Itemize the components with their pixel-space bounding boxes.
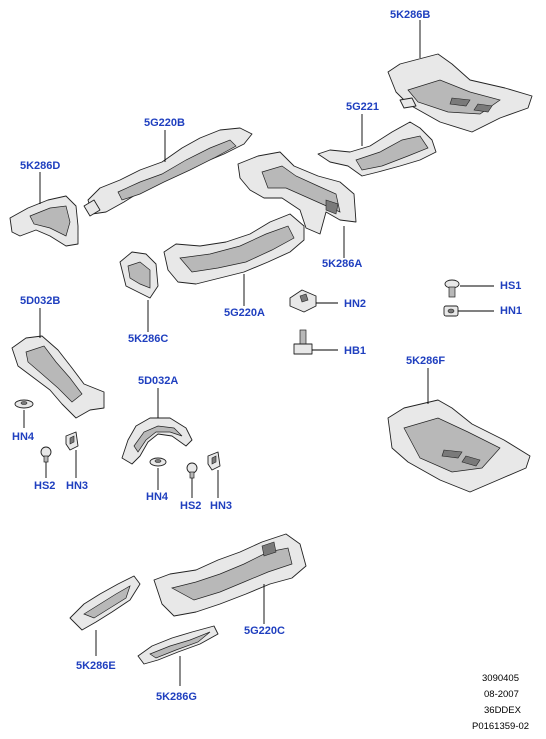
- callout-5G221[interactable]: 5G221: [346, 101, 380, 113]
- part-HN4-nut-b: [149, 457, 167, 490]
- callout-HN4-b[interactable]: HN4: [146, 491, 169, 503]
- callout-5K286D[interactable]: 5K286D: [20, 160, 61, 172]
- part-5K286A-shield: [237, 151, 357, 258]
- part-5D032A-shield: [121, 388, 193, 465]
- part-5K286B-shield: [387, 20, 533, 133]
- ref-code: 36DDEX: [484, 705, 521, 716]
- callout-HB1[interactable]: HB1: [344, 345, 367, 357]
- callout-HN3-b[interactable]: HN3: [210, 500, 233, 512]
- ref-date: 08-2007: [484, 689, 519, 700]
- part-HN3-clip-b: [207, 451, 221, 498]
- part-HN1-nut: [443, 305, 494, 317]
- part-5G220B-shield: [83, 127, 253, 217]
- part-5G220C-shield: [153, 533, 307, 624]
- callout-5K286E[interactable]: 5K286E: [76, 660, 116, 672]
- part-HB1-bolt: [293, 329, 338, 355]
- callout-5G220C[interactable]: 5G220C: [244, 625, 285, 637]
- ref-number: 3090405: [482, 673, 519, 684]
- ref-illustration-id: P0161359-02: [472, 721, 530, 732]
- callout-5K286F[interactable]: 5K286F: [406, 355, 446, 367]
- callout-HN3-a[interactable]: HN3: [66, 480, 89, 492]
- part-HS2-screw-a: [40, 446, 52, 478]
- callout-5K286C[interactable]: 5K286C: [128, 333, 169, 345]
- part-5K286F-shield: [387, 368, 531, 493]
- part-5K286G-shield: [137, 625, 219, 686]
- callout-HN1[interactable]: HN1: [500, 305, 523, 317]
- part-5K286D-shield: [9, 172, 79, 247]
- part-5K286C-shield: [119, 251, 159, 332]
- part-5G220A-shield: [163, 213, 305, 306]
- callout-5G220A[interactable]: 5G220A: [224, 307, 265, 319]
- part-HN4-nut-a: [14, 399, 34, 428]
- part-HS2-screw-b: [186, 462, 198, 498]
- callout-5K286B[interactable]: 5K286B: [390, 9, 431, 21]
- callout-HN2[interactable]: HN2: [344, 298, 367, 310]
- part-5D032B-shield: [11, 308, 105, 419]
- part-HN2-clip: [289, 289, 338, 313]
- part-HN3-clip-a: [65, 431, 79, 478]
- callout-HS1[interactable]: HS1: [500, 280, 522, 292]
- callout-5D032B[interactable]: 5D032B: [20, 295, 61, 307]
- callout-5K286G[interactable]: 5K286G: [156, 691, 197, 703]
- callout-HS2-a[interactable]: HS2: [34, 480, 56, 492]
- part-5K286E-shield: [69, 575, 141, 656]
- callout-HN4-a[interactable]: HN4: [12, 431, 35, 443]
- part-5G221-shield: [317, 114, 437, 177]
- callout-5D032A[interactable]: 5D032A: [138, 375, 179, 387]
- callout-5G220B[interactable]: 5G220B: [144, 117, 185, 129]
- part-HS1-screw: [444, 279, 494, 298]
- callout-5K286A[interactable]: 5K286A: [322, 258, 363, 270]
- callout-HS2-b[interactable]: HS2: [180, 500, 202, 512]
